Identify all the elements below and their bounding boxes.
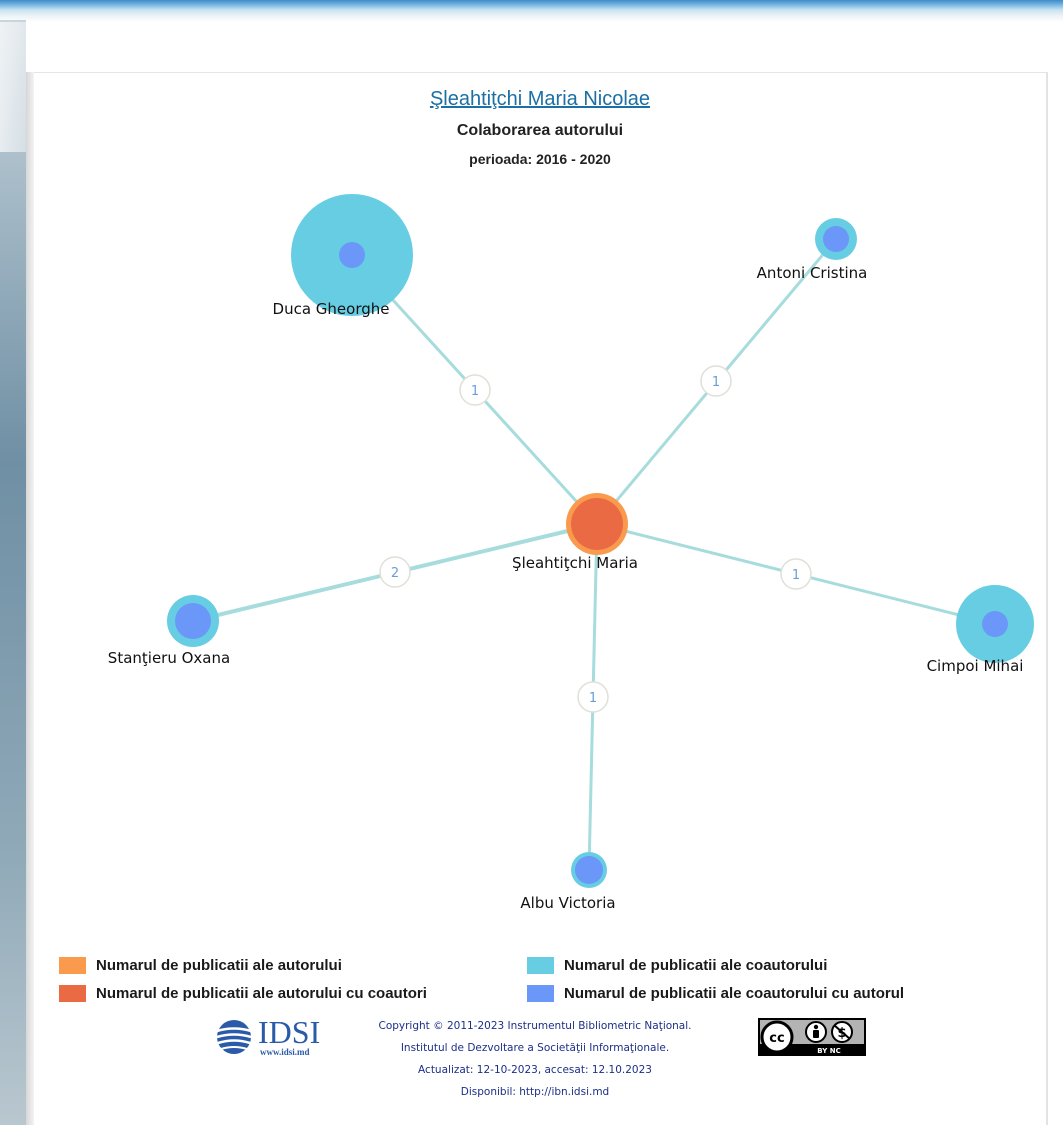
node-antoni[interactable] xyxy=(815,218,857,260)
node-albu-inner[interactable] xyxy=(575,856,603,884)
cc-icon-text: cc xyxy=(769,1031,784,1046)
node-duca[interactable] xyxy=(291,194,413,316)
idsi-logo[interactable]: IDSI www.idsi.md xyxy=(210,1014,326,1058)
node-cimpoi-inner[interactable] xyxy=(982,611,1008,637)
edge-weight-albu: 1 xyxy=(589,691,597,706)
edge-label-duca: 1 xyxy=(459,374,491,406)
node-label-albu: Albu Victoria xyxy=(520,894,615,912)
legend-author-coauthors-label: Numarul de publicatii ale autorului cu c… xyxy=(96,984,427,1002)
legend-coauthor-author: Numarul de publicatii ale coautorului cu… xyxy=(527,984,904,1002)
creative-commons-badge[interactable]: cc $ BY NC xyxy=(758,1018,866,1056)
cc-terms: BY NC xyxy=(817,1047,840,1055)
edge-label-stantieru: 2 xyxy=(379,556,411,588)
legend-author-coauthors-swatch xyxy=(59,984,86,1002)
legend-author-coauthors: Numarul de publicatii ale autorului cu c… xyxy=(59,984,427,1002)
edge-weight-duca: 1 xyxy=(471,384,479,399)
node-center[interactable] xyxy=(566,493,628,555)
idsi-globe-icon xyxy=(216,1020,252,1054)
node-label-stantieru: Stanţieru Oxana xyxy=(108,649,230,667)
right-panel-edge xyxy=(1046,72,1048,1125)
edge-label-cimpoi: 1 xyxy=(780,558,812,590)
node-duca-inner[interactable] xyxy=(339,242,365,268)
left-decorative-border xyxy=(0,20,26,1125)
author-title-link[interactable]: Şleahtiţchi Maria Nicolae xyxy=(429,88,651,110)
period-label: perioada: 2016 - 2020 xyxy=(469,151,611,167)
edge-label-antoni: 1 xyxy=(700,365,732,397)
copyright-line: Copyright © 2011-2023 Instrumentul Bibli… xyxy=(378,1020,692,1032)
cc-icon xyxy=(760,1020,794,1054)
node-antoni-inner[interactable] xyxy=(823,226,849,252)
node-albu[interactable] xyxy=(571,852,607,888)
updated-line: Actualizat: 12-10-2023, accesat: 12.10.2… xyxy=(418,1064,652,1076)
legend-coauthor: Numarul de publicatii ale coautorului xyxy=(527,956,827,974)
window-top-bar xyxy=(0,0,1063,22)
node-stantieru[interactable] xyxy=(167,595,219,647)
node-stantieru-inner[interactable] xyxy=(175,603,211,639)
legend-author-label: Numarul de publicatii ale autorului xyxy=(96,956,342,974)
node-label-duca: Duca Gheorghe xyxy=(273,300,390,318)
edge-weight-cimpoi: 1 xyxy=(792,568,800,583)
left-panel-edge xyxy=(26,72,34,1125)
node-label-center: Şleahtiţchi Maria xyxy=(512,554,638,572)
idsi-logo-text: IDSI xyxy=(258,1014,321,1050)
idsi-logo-url: www.idsi.md xyxy=(260,1047,310,1057)
svg-text:$: $ xyxy=(837,1026,846,1041)
legend-coauthor-swatch xyxy=(527,956,554,974)
edge-weight-antoni: 1 xyxy=(712,375,720,390)
copyright-block: Copyright © 2011-2023 Instrumentul Bibli… xyxy=(330,1015,740,1103)
edge-label-albu: 1 xyxy=(577,681,609,713)
legend-coauthor-label: Numarul de publicatii ale coautorului xyxy=(564,956,828,974)
available-line[interactable]: Disponibil: http://ibn.idsi.md xyxy=(460,1086,610,1098)
node-label-cimpoi: Cimpoi Mihai xyxy=(927,657,1024,675)
legend-coauthor-author-label: Numarul de publicatii ale coautorului cu… xyxy=(564,984,905,1002)
node-cimpoi[interactable] xyxy=(956,585,1034,663)
edge-weight-stantieru: 2 xyxy=(391,566,399,581)
legend-coauthor-author-swatch xyxy=(527,984,554,1002)
diagram-subtitle: Colaborarea autorului xyxy=(456,122,624,139)
legend-author-swatch xyxy=(59,956,86,974)
node-label-antoni: Antoni Cristina xyxy=(757,264,868,282)
legend-author: Numarul de publicatii ale autorului xyxy=(59,956,342,974)
node-center-inner[interactable] xyxy=(571,498,623,550)
institute-line: Institutul de Dezvoltare a Societăţii In… xyxy=(400,1042,670,1054)
